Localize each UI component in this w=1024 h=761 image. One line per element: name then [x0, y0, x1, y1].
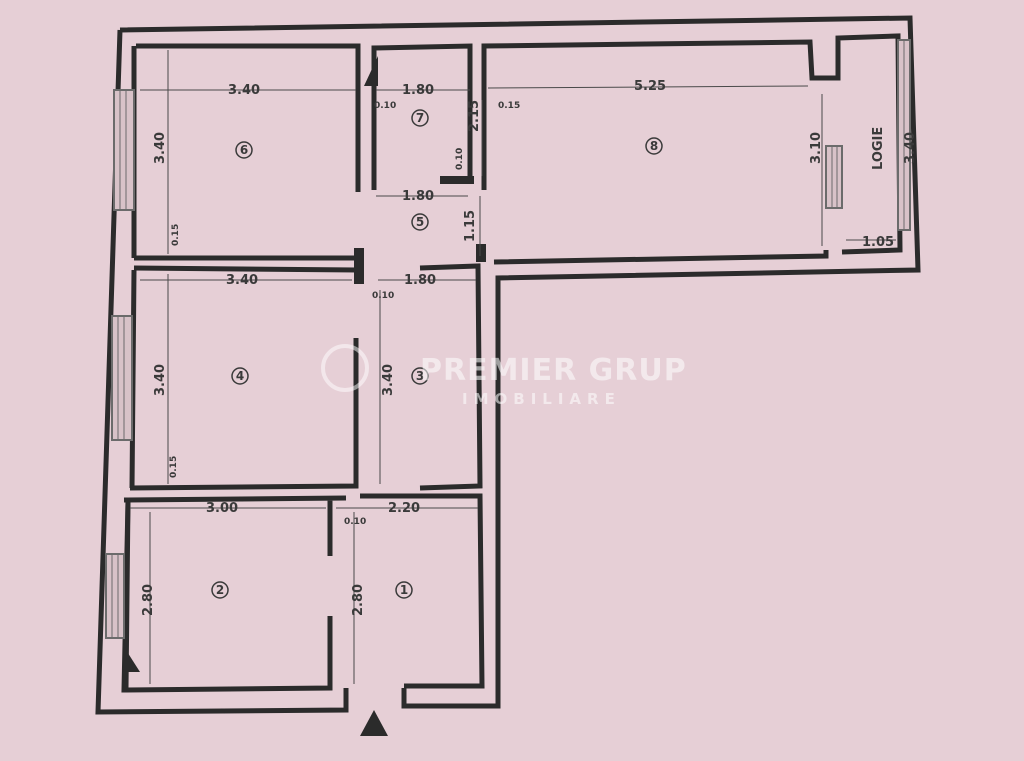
- dim-room2-width: 3.00: [206, 501, 238, 516]
- dim-left-wall-thickness-2: 0.15: [169, 456, 179, 478]
- room-marker-circle-2: [211, 581, 229, 599]
- room-number-6: 6: [240, 143, 248, 157]
- watermark: PREMIER GRUP IMOBILIARE: [321, 344, 687, 408]
- room-markers: [211, 109, 663, 599]
- dim-room1-width: 2.20: [388, 501, 420, 516]
- window-room2: [105, 553, 125, 639]
- watermark-logo: [321, 344, 369, 392]
- walls: [95, 15, 921, 715]
- dim-room5-height: 1.15: [463, 210, 478, 242]
- dim-room3-width: 1.80: [404, 273, 436, 288]
- room-marker-circle-1: [395, 581, 413, 599]
- room-numbers: 1 2 3 4 5 6 7 8: [216, 111, 658, 597]
- dimension-labels: 3.40 3.40 1.80 0.10 2.15 0.10 0.15 5.25 …: [141, 79, 918, 616]
- window-room8: [825, 145, 843, 209]
- door-swing-room2: [126, 650, 140, 672]
- door-post-1: [354, 248, 364, 284]
- room-number-4: 4: [236, 369, 244, 383]
- dim-room4-height: 3.40: [153, 364, 168, 396]
- room-marker-circle-8: [645, 137, 663, 155]
- door-swing-room7: [364, 56, 378, 86]
- room-marker-circle-3: [411, 367, 429, 385]
- dim-room7-thickness-left: 0.10: [374, 101, 396, 111]
- dim-room7-width: 1.80: [402, 83, 434, 98]
- room-number-2: 2: [216, 583, 224, 597]
- room-number-3: 3: [416, 369, 424, 383]
- dim-room1-height: 2.80: [351, 584, 366, 616]
- dim-wall-thickness-room8: 0.15: [498, 101, 520, 111]
- door-post-3: [440, 176, 474, 184]
- dim-room6-width: 3.40: [228, 83, 260, 98]
- door-marks: [126, 56, 486, 736]
- dimension-lines: [130, 50, 896, 684]
- window-room6: [113, 89, 135, 211]
- dim-room8-width: 5.25: [634, 79, 666, 94]
- room-marker-circle-6: [235, 141, 253, 159]
- dim-room5-width: 1.80: [402, 189, 434, 204]
- dim-left-wall-thickness-1: 0.15: [171, 224, 181, 246]
- room-marker-circle-7: [411, 109, 429, 127]
- watermark-subtitle: IMOBILIARE: [462, 390, 621, 408]
- wall-room1: [343, 493, 485, 690]
- room-marker-circle-5: [411, 213, 429, 231]
- room-number-1: 1: [400, 583, 408, 597]
- window-room4: [111, 315, 133, 441]
- entrance-arrow: [360, 710, 388, 736]
- dim-room4-width: 3.40: [226, 273, 258, 288]
- dim-room7-thickness-inner: 0.10: [455, 148, 465, 170]
- watermark-brand: PREMIER GRUP: [420, 353, 687, 388]
- wall-corridor-east: [419, 263, 483, 491]
- inner-wall-outline: [136, 33, 903, 265]
- window-hatching: [111, 40, 905, 638]
- room-marker-circle-4: [231, 367, 249, 385]
- dim-logie-width: 1.05: [862, 235, 894, 250]
- wall-room6-room4: [133, 255, 362, 273]
- dim-room6-height: 3.40: [153, 132, 168, 164]
- room-number-7: 7: [416, 111, 424, 125]
- dim-room8-height: 3.10: [809, 132, 824, 164]
- room-number-5: 5: [416, 215, 424, 229]
- outer-wall-outline: [95, 15, 921, 715]
- room-number-8: 8: [650, 139, 658, 153]
- dim-room1-thickness: 0.10: [344, 517, 366, 527]
- dim-logie-height: 3.40: [903, 132, 918, 164]
- dim-room3-height: 3.40: [381, 364, 396, 396]
- dim-room2-height: 2.80: [141, 584, 156, 616]
- dimline: [487, 85, 809, 89]
- door-post-2: [476, 244, 486, 262]
- dim-room3-thickness: 0.10: [372, 291, 394, 301]
- dim-room7-height: 2.15: [467, 100, 482, 132]
- logie-label: LOGIE: [871, 127, 886, 170]
